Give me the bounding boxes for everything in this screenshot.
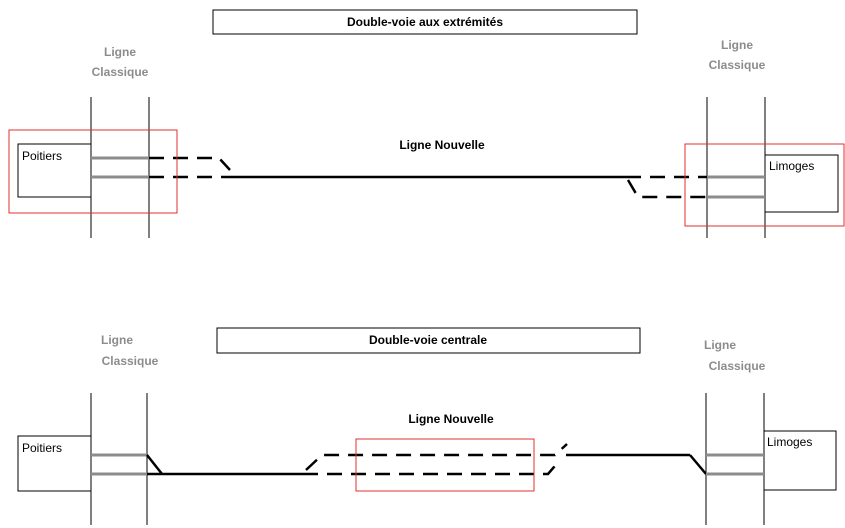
bottom-center-label: Ligne Nouvelle (408, 412, 494, 426)
top-left-dashed-upper (149, 156, 231, 171)
top-title: Double-voie aux extrémités (347, 15, 503, 29)
bottom-left-label-line2: Classique (102, 354, 159, 368)
top-diagram: Double-voie aux extrémités Ligne Classiq… (8, 9, 845, 238)
bottom-poitiers-box (17, 435, 92, 492)
bottom-title: Double-voie centrale (369, 333, 487, 347)
top-left-label-line2: Classique (92, 65, 149, 79)
top-limoges-box (764, 154, 839, 213)
top-center-label: Ligne Nouvelle (399, 138, 485, 152)
top-poitiers-label: Poitiers (22, 149, 62, 163)
top-right-label-line1: Ligne (721, 38, 753, 52)
bottom-left-switch (146, 454, 163, 475)
bottom-central-highlight-box (355, 438, 535, 492)
top-left-highlight-box (8, 129, 178, 214)
bottom-central-dashed-lower (303, 459, 561, 476)
bottom-limoges-box (763, 430, 837, 491)
bottom-right-switch (689, 454, 707, 475)
top-right-dashed-lower (626, 179, 707, 199)
bottom-diagram: Double-voie centrale Ligne Classique Lig… (17, 327, 837, 525)
bottom-central-dashed-upper (305, 443, 568, 471)
bottom-poitiers-label: Poitiers (22, 441, 62, 455)
bottom-limoges-label: Limoges (767, 435, 812, 449)
top-poitiers-box (17, 143, 92, 198)
bottom-right-label-line2: Classique (709, 359, 766, 373)
bottom-right-label-line1: Ligne (704, 338, 736, 352)
top-left-label-line1: Ligne (104, 45, 136, 59)
top-right-highlight-box (684, 143, 845, 227)
top-limoges-label: Limoges (769, 159, 814, 173)
top-right-label-line2: Classique (709, 58, 766, 72)
bottom-title-box (216, 327, 641, 354)
top-title-box (212, 9, 638, 35)
bottom-left-label-line1: Ligne (101, 333, 133, 347)
